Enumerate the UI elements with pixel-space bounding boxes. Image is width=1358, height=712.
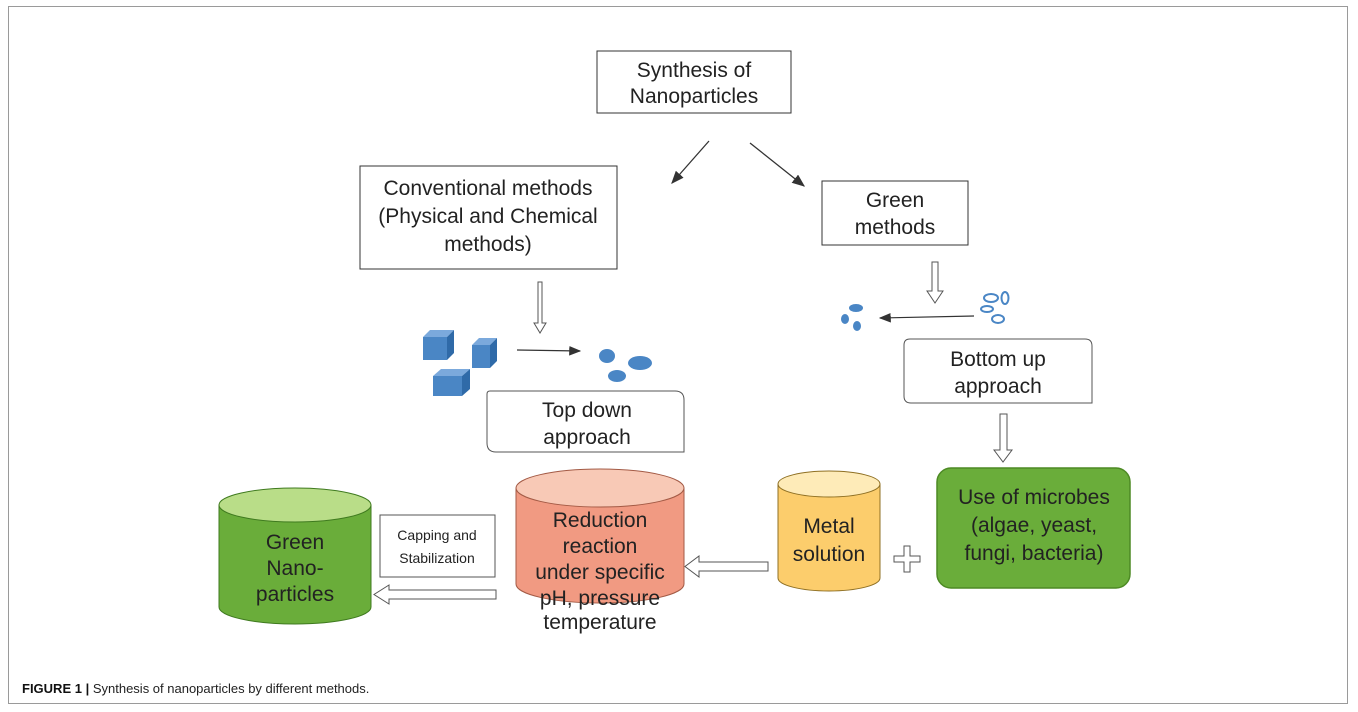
green-methods-box: Green methods xyxy=(821,180,969,246)
metal-solution-cylinder: Metal solution xyxy=(777,470,881,592)
microbe-cells-icon xyxy=(980,291,1010,324)
capping-line-2: Stabilization xyxy=(399,550,475,566)
top-down-line-2: approach xyxy=(543,426,631,449)
microbes-line-2: (algae, yeast, xyxy=(971,514,1097,537)
green-np-line-1: Green xyxy=(266,531,324,554)
down-arrow-conventional xyxy=(533,281,547,334)
capping-box: Capping and Stabilization xyxy=(379,514,496,578)
plus-icon xyxy=(893,545,921,573)
caption-label: FIGURE 1 | xyxy=(22,681,90,696)
reduction-line-3: under specific xyxy=(535,561,665,584)
reduction-line-4: pH, pressure xyxy=(540,587,660,610)
reduction-line-2: reaction xyxy=(563,535,638,558)
reduction-cylinder: Reduction reaction under specific pH, pr… xyxy=(515,468,685,634)
conventional-methods-box: Conventional methods (Physical and Chemi… xyxy=(359,165,618,270)
microbes-line-1: Use of microbes xyxy=(958,486,1110,509)
reduction-line-1: Reduction xyxy=(553,509,648,532)
left-arrow-reduction xyxy=(373,584,497,605)
conventional-line-3: methods) xyxy=(444,233,532,256)
bottom-up-box: Bottom up approach xyxy=(903,338,1093,404)
cube-icon xyxy=(472,338,497,368)
top-down-line-1: Top down xyxy=(542,399,632,422)
conventional-line-1: Conventional methods xyxy=(384,177,593,200)
top-down-box: Top down approach xyxy=(486,390,685,453)
cube-icon xyxy=(423,330,454,360)
capping-line-1: Capping and xyxy=(397,527,476,543)
green-methods-line-2: methods xyxy=(855,216,936,239)
metal-line-1: Metal xyxy=(803,515,854,538)
arrow-top-down xyxy=(516,346,582,356)
bulk-cubes-icon xyxy=(423,330,497,396)
bottom-up-line-2: approach xyxy=(954,375,1042,398)
cube-icon xyxy=(433,369,470,396)
synthesis-box: Synthesis of Nanoparticles xyxy=(596,50,792,114)
caption-text: Synthesis of nanoparticles by different … xyxy=(92,681,370,696)
down-arrow-bottom-up xyxy=(993,413,1013,463)
synthesis-line-2: Nanoparticles xyxy=(630,85,758,108)
green-np-line-3: particles xyxy=(256,583,334,606)
bottom-up-line-1: Bottom up xyxy=(950,348,1046,371)
green-nanoparticles-cylinder: Green Nano- particles xyxy=(218,487,372,625)
microbes-line-3: fungi, bacteria) xyxy=(965,542,1104,565)
synthesis-line-1: Synthesis of xyxy=(637,59,752,82)
left-arrow-metal xyxy=(684,555,769,578)
arrow-to-green xyxy=(749,142,806,187)
microbes-box: Use of microbes (algae, yeast, fungi, ba… xyxy=(936,467,1131,589)
green-methods-line-1: Green xyxy=(866,189,924,212)
metal-line-2: solution xyxy=(793,543,865,566)
down-arrow-green xyxy=(926,261,944,304)
arrow-bottom-up xyxy=(878,312,975,323)
figure-caption: FIGURE 1 | Synthesis of nanoparticles by… xyxy=(22,681,369,696)
reduction-line-5: temperature xyxy=(543,611,656,634)
green-nanoparticles-icon xyxy=(841,304,863,331)
green-np-line-2: Nano- xyxy=(266,557,323,580)
nanoparticles-icon xyxy=(599,349,652,382)
arrow-to-conventional xyxy=(671,140,710,184)
conventional-line-2: (Physical and Chemical xyxy=(378,205,597,228)
